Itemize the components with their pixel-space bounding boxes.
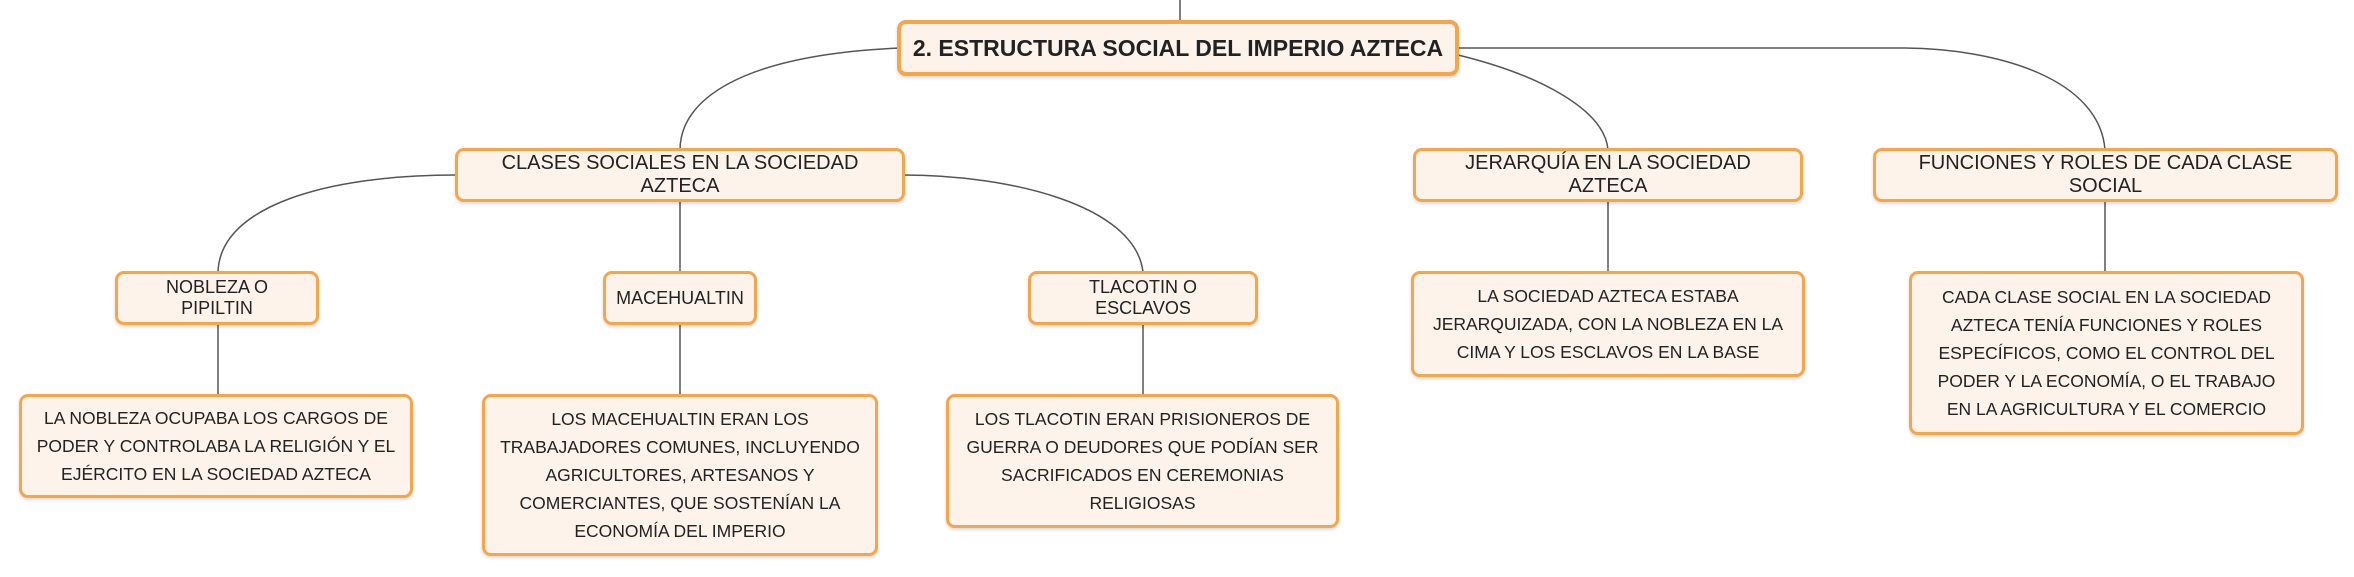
connector-clases-tlacotin bbox=[902, 174, 1144, 273]
desc-macehualtin[interactable]: LOS MACEHUALTIN ERAN LOS TRABAJADORES CO… bbox=[482, 394, 878, 556]
root-topic[interactable]: 2. ESTRUCTURA SOCIAL DEL IMPERIO AZTECA bbox=[897, 20, 1459, 76]
connector-root-clases bbox=[679, 47, 901, 151]
topic-jerarquia[interactable]: JERARQUÍA EN LA SOCIEDAD AZTECA bbox=[1413, 148, 1803, 202]
connector-root-jerarquia bbox=[1457, 54, 1609, 151]
desc-jerarquia[interactable]: LA SOCIEDAD AZTECA ESTABA JERARQUIZADA, … bbox=[1411, 271, 1805, 377]
topic-clases-sociales[interactable]: CLASES SOCIALES EN LA SOCIEDAD AZTECA bbox=[455, 148, 905, 202]
connector-root-funciones bbox=[1458, 47, 2106, 151]
connector-clases-nobleza bbox=[217, 174, 456, 273]
topic-nobleza[interactable]: NOBLEZA O PIPILTIN bbox=[115, 271, 319, 325]
topic-macehualtin[interactable]: MACEHUALTIN bbox=[603, 271, 757, 325]
topic-tlacotin[interactable]: TLACOTIN O ESCLAVOS bbox=[1028, 271, 1258, 325]
topic-funciones-roles[interactable]: FUNCIONES Y ROLES DE CADA CLASE SOCIAL bbox=[1873, 148, 2338, 202]
desc-tlacotin[interactable]: LOS TLACOTIN ERAN PRISIONEROS DE GUERRA … bbox=[946, 394, 1339, 528]
desc-nobleza[interactable]: LA NOBLEZA OCUPABA LOS CARGOS DE PODER Y… bbox=[19, 394, 413, 498]
desc-funciones[interactable]: CADA CLASE SOCIAL EN LA SOCIEDAD AZTECA … bbox=[1909, 271, 2304, 435]
